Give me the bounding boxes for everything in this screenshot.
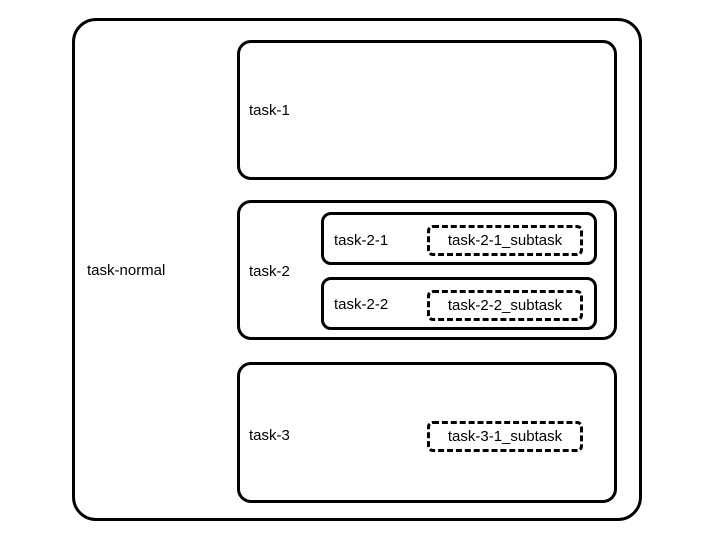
task-2-2-subtask-label: task-2-2_subtask — [447, 297, 563, 314]
task-normal-label: task-normal — [87, 262, 166, 279]
task-3-label: task-3 — [249, 427, 290, 444]
task-2-1-label: task-2-1 — [334, 232, 389, 249]
task-2-2-subtask-box: task-2-2_subtask — [427, 290, 583, 321]
task-2-2-label: task-2-2 — [334, 296, 389, 313]
task-1-box — [237, 40, 617, 180]
task-1-label: task-1 — [249, 102, 290, 119]
task-3-1-subtask-box: task-3-1_subtask — [427, 421, 583, 452]
task-2-1-subtask-label: task-2-1_subtask — [447, 232, 563, 249]
task-3-1-subtask-label: task-3-1_subtask — [447, 428, 563, 445]
task-2-1-subtask-box: task-2-1_subtask — [427, 225, 583, 256]
task-2-label: task-2 — [249, 263, 290, 280]
